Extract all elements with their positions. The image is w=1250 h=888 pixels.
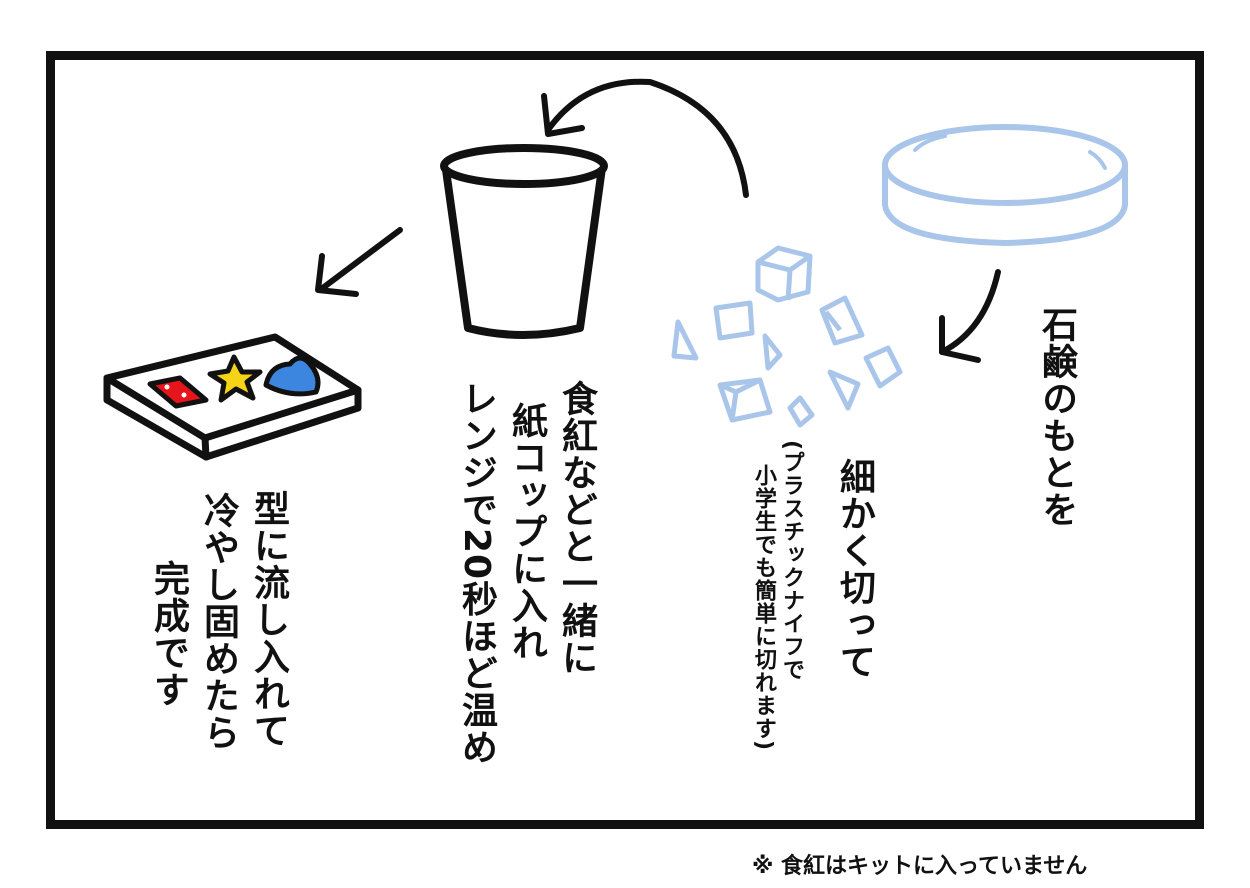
- step2-text: 細かく切って: [834, 458, 875, 680]
- step4-line: 型に流し入れて: [248, 490, 289, 749]
- paper-cup-icon: [440, 144, 608, 339]
- step3-line: レンジで20秒ほど温め: [456, 380, 497, 766]
- mold-tray-icon: [103, 333, 362, 461]
- step2-note: (プラスチックナイフで 小学生でも簡単に切れます): [751, 440, 804, 752]
- soap-cubes-icon: [671, 245, 903, 428]
- soap-disc-icon: [882, 124, 1128, 247]
- step1-text: 石鹸のもとを: [1036, 306, 1077, 528]
- step4-line: 完成です: [148, 560, 189, 708]
- step4-text: 型に流し入れて 冷やし固めたら 完成です: [148, 490, 289, 751]
- footnote: ※ 食紅はキットに入っていません: [752, 854, 1088, 879]
- arrow-icon: [315, 78, 1001, 363]
- step2-note-line: (プラスチックナイフで: [779, 440, 804, 682]
- step3-line: 紙コップに入れ: [506, 402, 547, 661]
- step1-line: 石鹸のもとを: [1036, 306, 1077, 528]
- step3-text: 食紅などと一緒に 紙コップに入れ レンジで20秒ほど温め: [456, 380, 597, 766]
- step2-note-line: 小学生でも簡単に切れます): [751, 464, 776, 752]
- step4-line: 冷やし固めたら: [198, 492, 239, 751]
- step2-line: 細かく切って: [834, 458, 875, 680]
- step3-line: 食紅などと一緒に: [556, 380, 597, 676]
